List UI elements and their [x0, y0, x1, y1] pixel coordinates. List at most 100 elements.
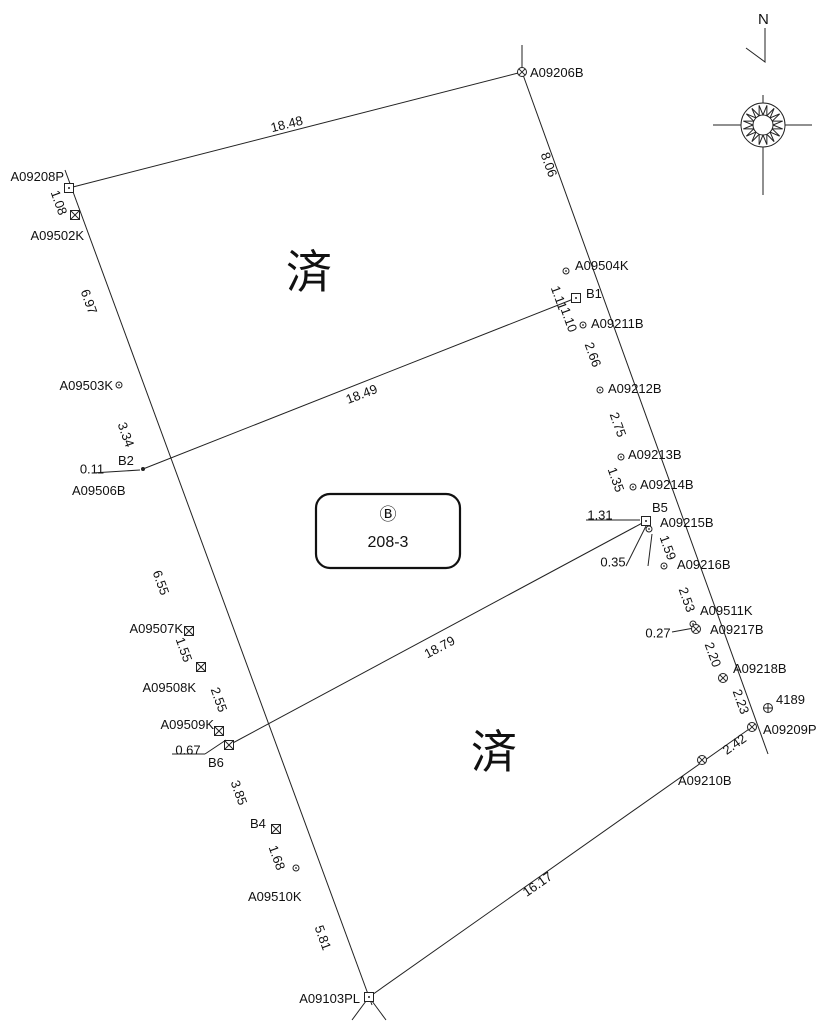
square-dot-icon: [641, 516, 651, 526]
distance-label: 1.59: [657, 533, 680, 562]
square-dot-icon: [571, 293, 581, 303]
point-label: A09508K: [143, 680, 197, 695]
point-label: A09214B: [640, 477, 694, 492]
circle-dot-icon: [617, 453, 625, 461]
circle-x-icon: [697, 755, 707, 765]
distance-label: 18.49: [344, 381, 380, 407]
boundary-lines: [64, 45, 769, 1021]
north-label: N: [758, 11, 769, 28]
distance-label: 1.55: [173, 635, 196, 664]
distance-labels: 18.488.061.086.973.3418.490.116.551.552.…: [48, 113, 753, 952]
distance-label: 2.23: [730, 687, 753, 716]
boundary-line: [647, 533, 653, 567]
square-x-icon: [224, 740, 234, 750]
north-arrow-icon: [745, 28, 766, 63]
boundary-line: [625, 525, 647, 567]
point-label: A09216B: [677, 557, 731, 572]
point-label: A09211B: [591, 316, 644, 331]
point-label: A09503K: [60, 378, 114, 393]
parcel-label-box: Ⓑ 208-3: [314, 492, 462, 570]
parcel-symbol: Ⓑ: [380, 505, 397, 524]
point-label: A09511K: [700, 603, 753, 618]
distance-label: 0.11: [80, 461, 104, 476]
point-label: A09209P: [763, 722, 817, 737]
boundary-line: [671, 627, 695, 633]
distance-label: 6.55: [150, 568, 173, 597]
point-label: B4: [250, 816, 266, 831]
north-compass: N: [713, 11, 812, 195]
circle-x-icon: [747, 722, 757, 732]
point-label: A09212B: [608, 381, 662, 396]
point-label: A09217B: [710, 622, 764, 637]
stamp-completed-south: 済: [471, 725, 517, 779]
distance-label: 2.53: [676, 585, 699, 614]
distance-label: 2.55: [208, 685, 231, 714]
circle-dot-icon: [645, 525, 653, 533]
square-dot-icon: [64, 183, 74, 193]
survey-markers: [64, 67, 773, 1002]
distance-label: 2.75: [607, 410, 630, 439]
distance-label: 0.35: [600, 554, 625, 569]
distance-label: 5.81: [312, 923, 335, 952]
circle-x-icon: [691, 624, 701, 634]
distance-label: 3.34: [115, 420, 138, 449]
distance-label: 1.68: [266, 843, 289, 872]
square-x-icon: [214, 726, 224, 736]
point-label: A09502K: [31, 228, 85, 243]
distance-label: 0.67: [175, 742, 200, 757]
boundary-line: [142, 297, 577, 470]
point-label: A09507K: [130, 621, 184, 636]
circle-dot-icon: [629, 483, 637, 491]
point-label: A09210B: [678, 773, 732, 788]
distance-label: 1.10: [558, 305, 581, 334]
boundary-line: [368, 726, 753, 998]
point-label: B6: [208, 755, 224, 770]
boundary-line: [91, 469, 141, 474]
point-label: A09103PL: [299, 991, 360, 1006]
circle-dot-icon: [596, 386, 604, 394]
compass-rose-icon: [740, 102, 786, 148]
point-label: A09208P: [11, 169, 65, 184]
boundary-line: [228, 520, 647, 746]
stamp-completed-north: 済: [286, 245, 332, 299]
distance-label: 2.42: [720, 731, 749, 758]
distance-label: 2.20: [702, 640, 725, 669]
boundary-line: [64, 169, 373, 1006]
boundary-line: [68, 71, 523, 189]
point-label: A09506B: [72, 483, 126, 498]
distance-label: 1.31: [587, 507, 612, 522]
square-x-icon: [271, 824, 281, 834]
point-label: B2: [118, 453, 134, 468]
point-label: A09510K: [248, 889, 302, 904]
distance-label: 3.85: [228, 778, 251, 807]
distance-label: 1.35: [605, 465, 628, 494]
circle-dot-icon: [579, 321, 587, 329]
parcel-number: 208-3: [368, 534, 409, 551]
distance-label: 6.97: [78, 287, 101, 316]
point-label: A09213B: [628, 447, 682, 462]
circle-dot-icon: [562, 267, 570, 275]
distance-label: 2.66: [582, 340, 605, 369]
parcel-box: [314, 492, 462, 570]
square-x-icon: [184, 626, 194, 636]
point-label: A09218B: [733, 661, 787, 676]
circle-x-icon: [718, 673, 728, 683]
square-x-icon: [196, 662, 206, 672]
circle-dot-icon: [292, 864, 300, 872]
distance-label: 8.06: [538, 150, 561, 179]
dot-icon: [141, 467, 145, 471]
circle-x-icon: [517, 67, 527, 77]
point-label: A09509K: [161, 717, 215, 732]
point-label: 4189: [776, 692, 805, 707]
square-dot-icon: [364, 992, 374, 1002]
point-label: A09215B: [660, 515, 714, 530]
distance-label: 16.17: [520, 869, 555, 900]
circle-plus-icon: [763, 703, 773, 713]
circle-dot-icon: [660, 562, 668, 570]
distance-label: 0.27: [645, 625, 670, 640]
circle-dot-icon: [115, 381, 123, 389]
point-label: A09206B: [530, 65, 584, 80]
boundary-line: [204, 739, 227, 755]
